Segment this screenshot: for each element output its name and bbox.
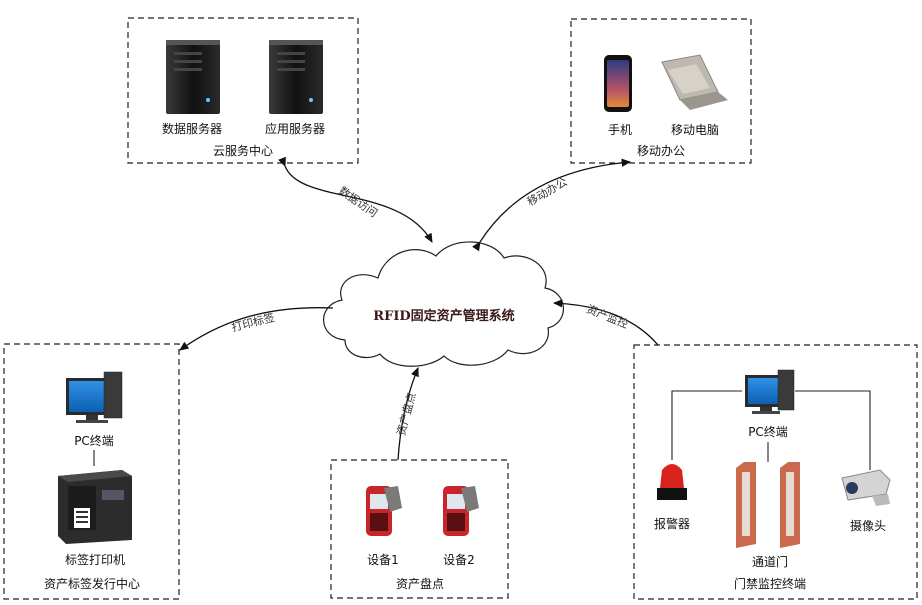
camera-label: 摄像头 — [850, 518, 886, 533]
pc-alarm-connector — [671, 390, 742, 460]
handheld-device-2-icon — [443, 486, 479, 536]
phone-icon — [604, 55, 632, 112]
camera-icon — [841, 469, 891, 506]
label-data-access: 数据访问 — [336, 183, 380, 220]
data-server-label: 数据服务器 — [162, 121, 222, 136]
label-printer-label: 标签打印机 — [65, 552, 125, 567]
handheld-device-1-icon — [366, 486, 402, 536]
access-control-title: 门禁监控终端 — [734, 576, 806, 591]
label-printer-icon — [58, 470, 132, 544]
label-center-title: 资产标签发行中心 — [44, 576, 140, 591]
cloud-shape — [323, 241, 564, 367]
mobile-office-title: 移动办公 — [637, 143, 685, 158]
app-server-label: 应用服务器 — [265, 121, 325, 136]
label-center-box — [3, 343, 180, 600]
arrow-data-access — [278, 156, 433, 243]
device-2-label: 设备2 — [443, 553, 475, 567]
cloud-title: RFID固定资产管理系统 — [373, 308, 514, 324]
arrow-print-label — [179, 307, 334, 351]
gate-icon — [736, 462, 800, 548]
cloud-center-title: 云服务中心 — [213, 143, 273, 158]
pc-terminal-label-right: PC终端 — [748, 424, 788, 439]
data-server-icon — [166, 40, 220, 114]
arrow-inventory — [397, 367, 419, 461]
device-1-label: 设备1 — [367, 553, 399, 567]
pc-terminal-label-left: PC终端 — [74, 433, 114, 448]
cloud-center-box — [127, 17, 359, 164]
arrow-mobile — [472, 158, 632, 252]
arrow-monitor — [552, 299, 659, 346]
gate-label: 通道门 — [752, 554, 788, 569]
laptop-icon — [661, 54, 728, 110]
label-inventory: 资产盘点 — [394, 391, 419, 437]
alarm-icon — [657, 464, 687, 500]
pc-terminal-icon-right — [745, 369, 795, 414]
inventory-title: 资产盘点 — [396, 576, 444, 591]
mobile-office-box — [570, 18, 752, 164]
pc-camera-connector — [795, 390, 871, 470]
pc-terminal-icon-left — [66, 371, 123, 423]
access-control-box — [633, 344, 918, 600]
alarm-label: 报警器 — [654, 516, 690, 531]
inventory-box — [330, 459, 509, 599]
phone-label: 手机 — [608, 123, 632, 137]
laptop-label: 移动电脑 — [671, 123, 719, 137]
app-server-icon — [269, 40, 323, 114]
label-print-label: 打印标签 — [230, 310, 276, 334]
label-monitor: 资产监控 — [584, 302, 630, 331]
